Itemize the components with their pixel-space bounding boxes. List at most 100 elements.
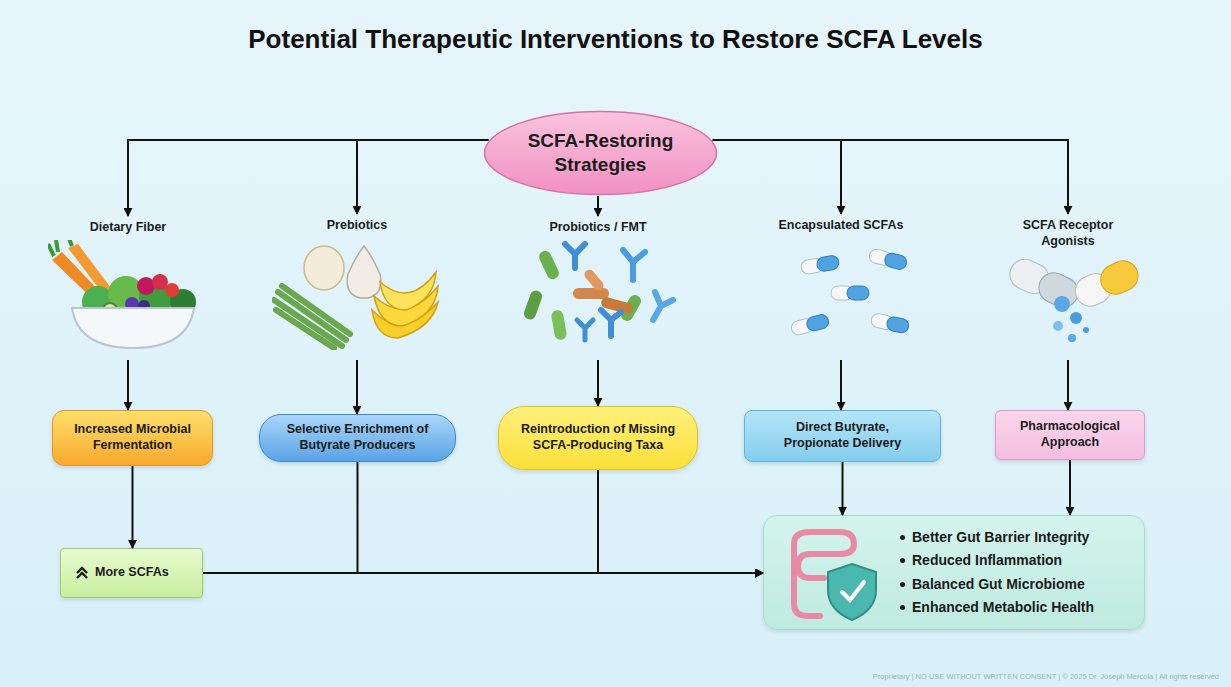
mechanism-box: Increased Microbial Fermentation bbox=[52, 410, 213, 466]
strategy-label: SCFA Receptor Agonists bbox=[1013, 218, 1123, 240]
strategy-label: Dietary Fiber bbox=[90, 220, 166, 236]
mechanism-box: Selective Enrichment of Butyrate Produce… bbox=[259, 414, 456, 462]
connector-arrow bbox=[598, 470, 763, 573]
outcome-box: Better Gut Barrier IntegrityReduced Infl… bbox=[763, 515, 1145, 630]
shield bbox=[828, 564, 876, 620]
bacterium bbox=[573, 288, 609, 299]
y-bacterium bbox=[623, 250, 645, 280]
mechanism-box: Reintroduction of Missing SCFA-Producing… bbox=[498, 406, 698, 470]
y-bacterium bbox=[653, 292, 673, 320]
bacterium bbox=[582, 268, 605, 293]
bullet-row: Reduced Inflammation bbox=[900, 552, 1062, 570]
bacterium bbox=[522, 289, 544, 321]
node-text: Reintroduction of Missing SCFA-Producing… bbox=[509, 422, 687, 453]
asparagus bbox=[274, 286, 350, 348]
benefit-text: Enhanced Metabolic Health bbox=[912, 599, 1094, 617]
diagram-title: Potential Therapeutic Interventions to R… bbox=[0, 24, 1231, 55]
bullet-row: Better Gut Barrier Integrity bbox=[900, 529, 1089, 547]
strategy-heading: SCFA Receptor Agonists bbox=[988, 218, 1148, 360]
pill-half bbox=[805, 313, 830, 332]
strategy-heading: Prebiotics bbox=[272, 218, 442, 360]
pill-half bbox=[886, 316, 910, 334]
double-chevron-icon bbox=[75, 566, 89, 580]
node-text: SCFA-Restoring Strategies bbox=[526, 129, 676, 177]
benefit-text: Balanced Gut Microbiome bbox=[912, 576, 1085, 594]
connector-arrow bbox=[597, 360, 599, 406]
granule bbox=[1054, 296, 1070, 312]
connector-arrow bbox=[356, 360, 358, 414]
node-text: Increased Microbial Fermentation bbox=[58, 422, 208, 453]
capsule-half bbox=[1096, 256, 1143, 299]
illustration bbox=[513, 240, 683, 356]
berry bbox=[137, 277, 155, 295]
strategy-heading: Encapsulated SCFAs bbox=[761, 218, 921, 360]
bullet-dot bbox=[900, 605, 905, 610]
salad-illustration bbox=[48, 240, 208, 352]
illustration bbox=[761, 238, 921, 354]
granule bbox=[1068, 334, 1076, 342]
illustration bbox=[272, 238, 442, 354]
ellipse-outline bbox=[485, 112, 717, 195]
onion bbox=[304, 246, 344, 290]
node-text: Selective Enrichment of Butyrate Produce… bbox=[275, 422, 440, 453]
prebiotic-illustration bbox=[272, 238, 442, 350]
tomato bbox=[165, 283, 179, 297]
pill-half bbox=[847, 286, 869, 300]
connector-arrow bbox=[127, 360, 129, 410]
connector-arrow bbox=[357, 140, 488, 214]
mechanism-box: Pharmacological Approach bbox=[995, 410, 1145, 460]
bowl bbox=[72, 308, 194, 348]
connector-arrow bbox=[132, 466, 134, 548]
bullet-dot bbox=[900, 535, 905, 540]
carrot-leaf bbox=[48, 240, 72, 256]
node-text: Direct Butyrate, Propionate Delivery bbox=[768, 420, 918, 451]
connector-arrow bbox=[128, 140, 488, 216]
connector-arrow bbox=[1067, 360, 1069, 410]
strategy-heading: Dietary Fiber bbox=[48, 220, 208, 360]
root-ellipse: SCFA-Restoring Strategies bbox=[483, 110, 718, 196]
mechanism-box: Direct Butyrate, Propionate Delivery bbox=[744, 410, 941, 462]
garlic bbox=[347, 246, 381, 298]
chevron bbox=[77, 568, 87, 578]
connector-arrow bbox=[713, 140, 841, 214]
node-text: More SCFAs bbox=[95, 565, 169, 581]
connector-arrow bbox=[840, 360, 842, 410]
illustration bbox=[48, 240, 208, 356]
connector-arrow bbox=[597, 196, 599, 216]
connector-arrow bbox=[358, 462, 764, 573]
strategy-label: Encapsulated SCFAs bbox=[778, 218, 903, 234]
benefit-text: Reduced Inflammation bbox=[912, 552, 1062, 570]
illustration bbox=[988, 244, 1148, 360]
ellipse-shape bbox=[483, 110, 718, 196]
y-bacterium bbox=[601, 310, 621, 336]
benefit-text: Better Gut Barrier Integrity bbox=[912, 529, 1089, 547]
y-bacterium bbox=[565, 244, 585, 268]
bullet-row: Enhanced Metabolic Health bbox=[900, 599, 1094, 617]
strategy-label: Prebiotics bbox=[327, 218, 387, 234]
banana bbox=[380, 272, 436, 310]
pill-half bbox=[816, 255, 840, 273]
bacteria-illustration bbox=[513, 240, 683, 352]
granule bbox=[1083, 327, 1089, 333]
strategy-label: Probiotics / FMT bbox=[549, 220, 646, 236]
bullet-dot bbox=[900, 582, 905, 587]
capsules-illustration bbox=[761, 238, 921, 350]
connector-arrow bbox=[713, 140, 1068, 214]
granule bbox=[1070, 312, 1082, 324]
pill-half bbox=[883, 252, 908, 271]
bullet-dot bbox=[900, 558, 905, 563]
node-text: Pharmacological Approach bbox=[1008, 419, 1133, 450]
y-bacterium bbox=[577, 320, 593, 340]
granule bbox=[1053, 321, 1063, 331]
shield-check bbox=[842, 582, 864, 600]
result-box: More SCFAs bbox=[60, 548, 203, 598]
bacterium bbox=[550, 309, 567, 341]
watermark: Proprietary | NO USE WITHOUT WRITTEN CON… bbox=[873, 672, 1219, 681]
connector-arrow bbox=[203, 572, 763, 574]
connector-arrow bbox=[842, 462, 844, 515]
bullet-row: Balanced Gut Microbiome bbox=[900, 576, 1085, 594]
bacterium bbox=[537, 249, 561, 281]
gut-shield-icon bbox=[780, 524, 890, 624]
connector-arrow bbox=[1069, 460, 1071, 515]
